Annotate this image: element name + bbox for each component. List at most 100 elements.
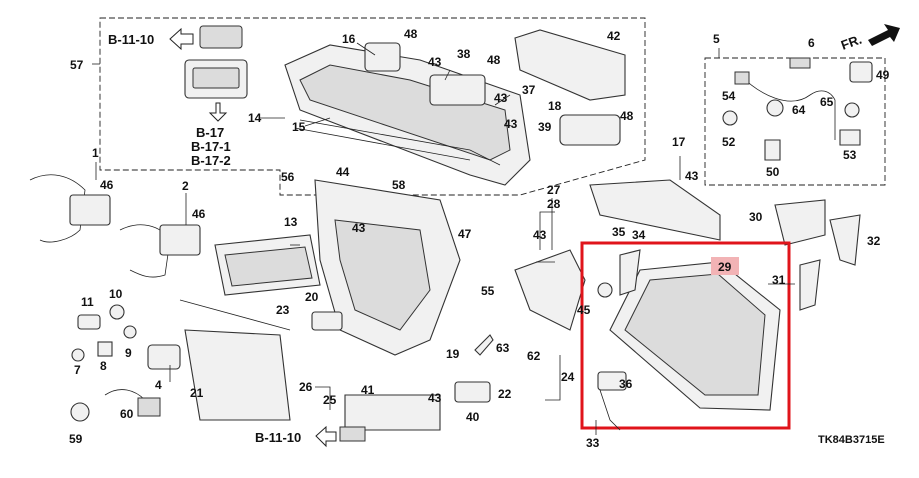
callout-11: 11 [81,295,94,309]
callout-6: 6 [808,36,815,50]
callout-17: 17 [672,135,686,149]
callout-53: 53 [843,148,857,162]
audio-panel-face [192,67,240,89]
callout-13: 13 [284,215,298,229]
ref-b-11-10-bottom: B-11-10 [255,430,301,445]
clip-54 [722,110,738,126]
glove-box-highlight [580,241,791,430]
arrow-down-icon [208,102,228,122]
ref-b-17-1: B-17-1 [191,139,231,154]
leader-lines [92,42,795,435]
callout-59: 59 [69,432,83,446]
clip-65 [844,102,860,118]
callout-25: 25 [323,393,337,407]
callout-35: 35 [612,225,626,239]
callout-numbers: 57 16 48 38 43 48 42 5 6 49 14 15 37 43 … [69,27,890,450]
center-vent-left [364,42,401,72]
callout-43a: 43 [428,55,442,69]
callout-48a: 48 [404,27,418,41]
arrow-left-icon [169,27,194,51]
bulb-11 [77,314,101,330]
reference-top[interactable]: B-11-10 [108,27,194,51]
callout-36: 36 [619,377,633,391]
dashboard-inner [299,64,511,161]
callout-40: 40 [466,410,480,424]
callout-18: 18 [548,99,562,113]
callout-27: 27 [547,183,561,197]
callout-46a: 46 [100,178,114,192]
callout-14: 14 [248,111,262,125]
connector-54 [734,71,750,85]
callout-57: 57 [70,58,84,72]
callout-33: 33 [586,436,600,450]
callout-9: 9 [125,346,132,360]
callout-42: 42 [607,29,621,43]
callout-5: 5 [713,32,720,46]
callout-43f: 43 [533,228,547,242]
callout-39: 39 [538,120,552,134]
callout-7: 7 [74,363,81,377]
reference-bottom[interactable]: B-11-10 [255,425,337,448]
center-unit-face [224,246,313,287]
callout-21: 21 [190,386,204,400]
callout-62: 62 [527,349,541,363]
callout-64: 64 [792,103,806,117]
callout-37: 37 [522,83,536,97]
document-code: TK84B3715E [818,434,885,446]
callout-58: 58 [392,178,406,192]
callout-15: 15 [292,120,306,134]
socket-8 [97,341,113,357]
callout-47: 47 [458,227,472,241]
damper-31 [799,259,821,311]
side-trim-17 [589,179,721,241]
connector-6 [789,57,811,69]
callout-34: 34 [632,228,646,242]
callout-63: 63 [496,341,510,355]
outlet-22 [454,381,491,403]
clip-50 [764,139,781,161]
harness-group-frame [704,57,886,186]
callout-60: 60 [120,407,134,421]
switch-20 [311,311,343,331]
knee-panel-21 [184,329,291,421]
arrow-left-icon [315,425,337,448]
lock-cylinder-33 [597,371,627,391]
meter-visor [514,29,626,101]
switch-4 [147,344,181,370]
latch-34 [619,249,641,296]
callout-48c: 48 [620,109,634,123]
callout-8: 8 [100,359,107,373]
clip-53 [839,129,861,146]
callout-55: 55 [481,284,495,298]
callout-31: 31 [772,273,786,287]
bracket-32 [829,214,861,266]
callout-2: 2 [182,179,189,193]
callout-24: 24 [561,370,575,384]
callout-20: 20 [305,290,319,304]
callout-28: 28 [547,197,561,211]
arrow-right-icon [868,24,900,46]
callout-56: 56 [281,170,295,184]
callout-38: 38 [457,47,471,61]
center-console-inner [334,219,431,331]
callout-44: 44 [336,165,350,179]
direction-indicator: FR. [839,24,900,53]
bulb-7 [71,348,85,362]
cup-holder-30 [774,199,826,246]
callout-43e: 43 [352,221,366,235]
callout-32: 32 [867,234,881,248]
clip-9 [123,325,137,339]
callout-49: 49 [876,68,890,82]
callout-43b: 43 [494,91,508,105]
side-panel-27 [514,249,586,331]
callout-30: 30 [749,210,763,224]
callout-29-badge [711,257,739,275]
callout-29[interactable]: 29 [718,260,732,274]
clip-19 [474,334,494,356]
side-vent [559,114,621,146]
ref-b-17: B-17 [196,125,224,140]
part-b-11-10-bottom [339,426,366,442]
callout-43d: 43 [685,169,699,183]
socket-10 [109,304,125,320]
callout-4: 4 [155,378,162,392]
